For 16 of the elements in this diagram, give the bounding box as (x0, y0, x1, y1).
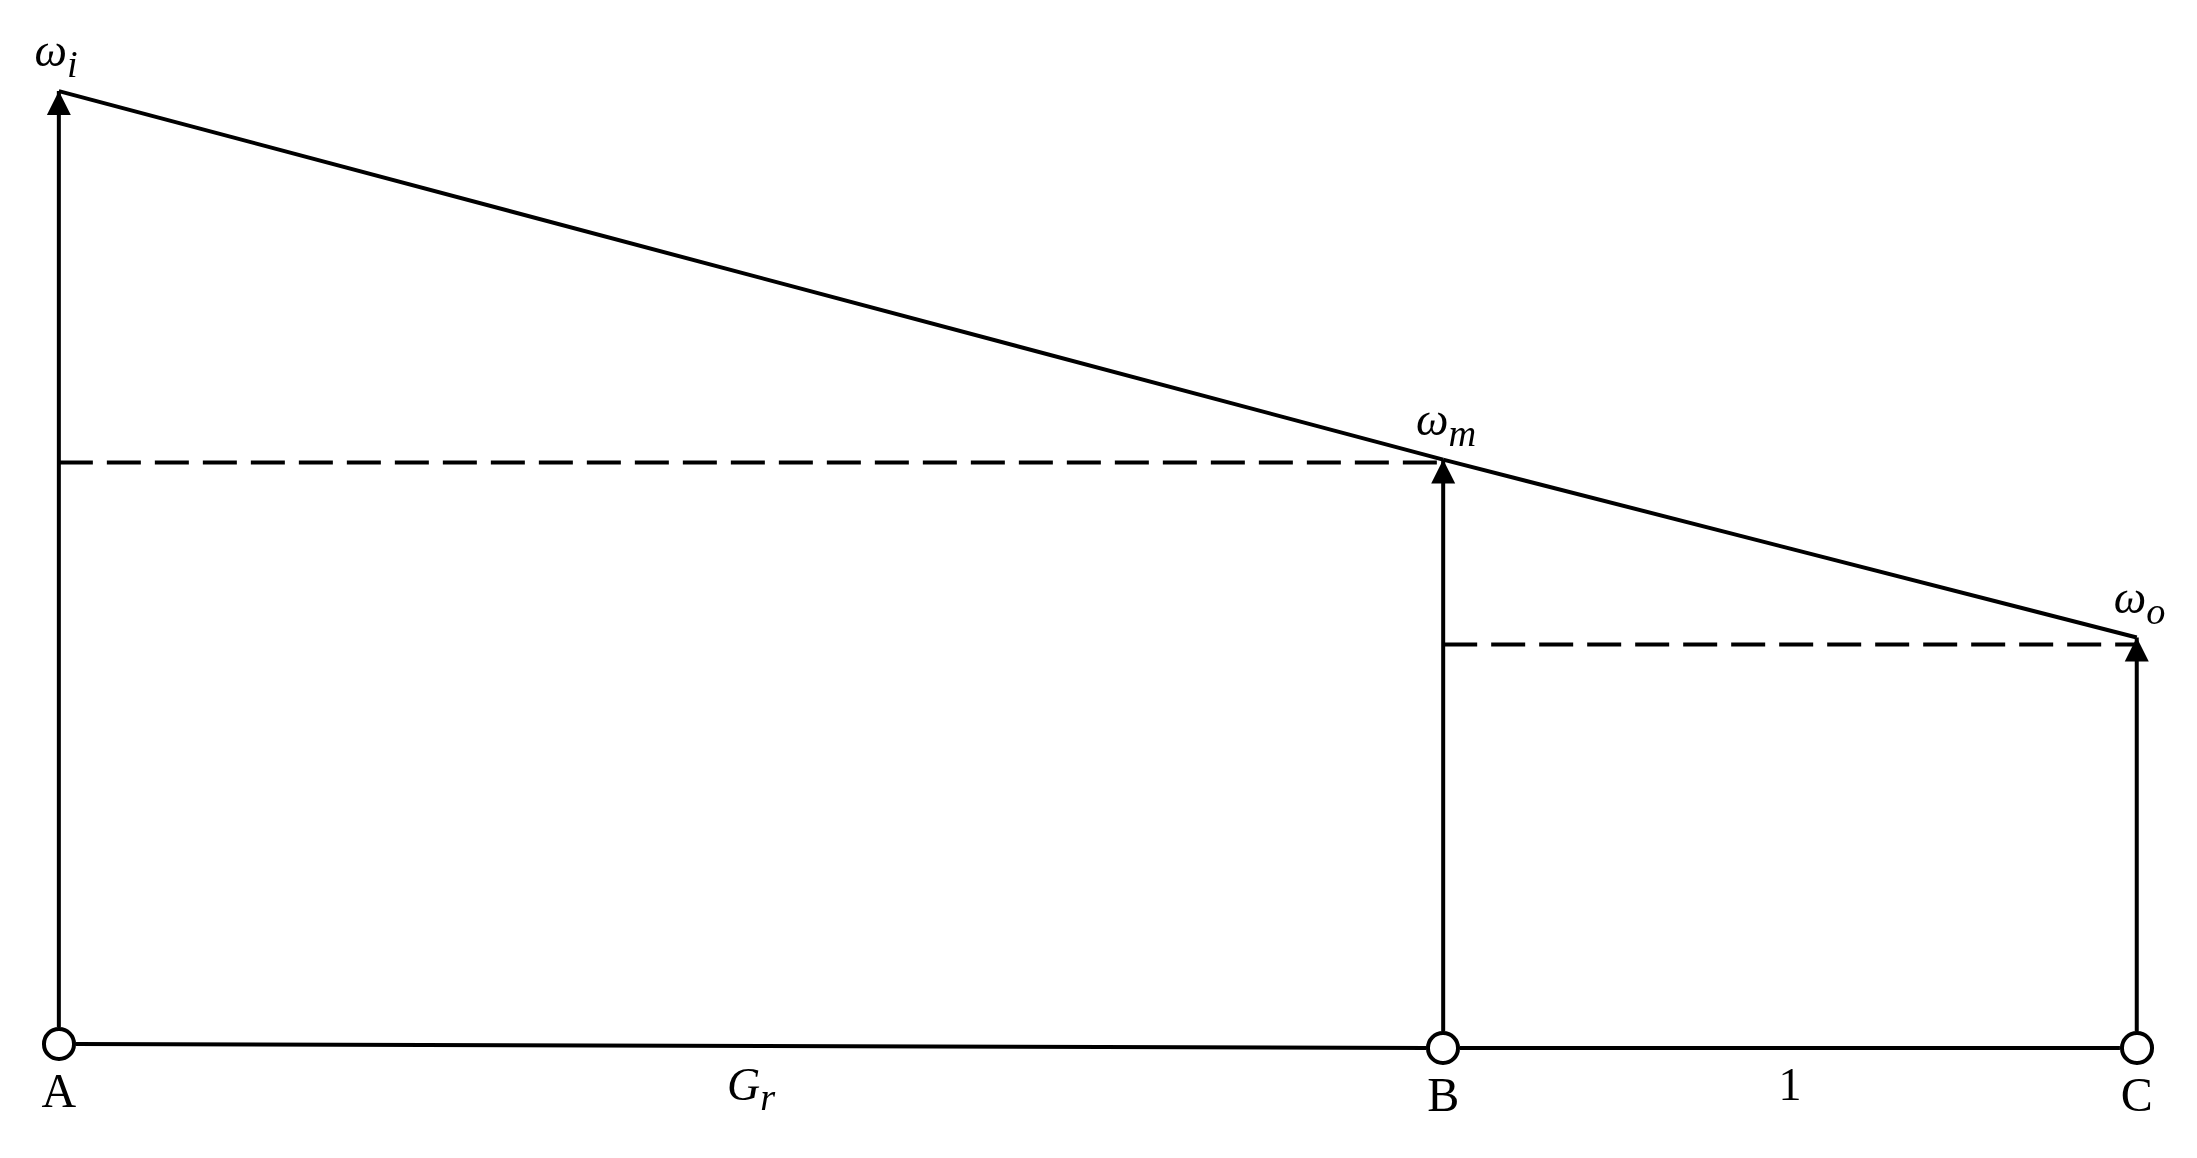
point-label: C (2120, 1070, 2153, 1119)
lever-line (75, 1041, 1427, 1050)
speed-arrow (46, 91, 71, 1028)
speed-arrow (1431, 459, 1456, 1032)
speed-label: ω$_{m}$ (1415, 397, 1477, 452)
pivot-circle (42, 1027, 76, 1061)
point-label: A (41, 1066, 77, 1115)
speed-label: ω$_{o}$ (2113, 575, 2166, 630)
speed-label: ω$_{i}$ (34, 28, 78, 84)
pivot-circle (2119, 1031, 2154, 1065)
lever-line (1442, 457, 2138, 640)
lever-line (1460, 1046, 2120, 1051)
point-label: B (1427, 1070, 1460, 1119)
pivot-circle (1426, 1031, 1460, 1065)
speed-arrow (2124, 637, 2149, 1032)
lever-line (58, 89, 1444, 462)
